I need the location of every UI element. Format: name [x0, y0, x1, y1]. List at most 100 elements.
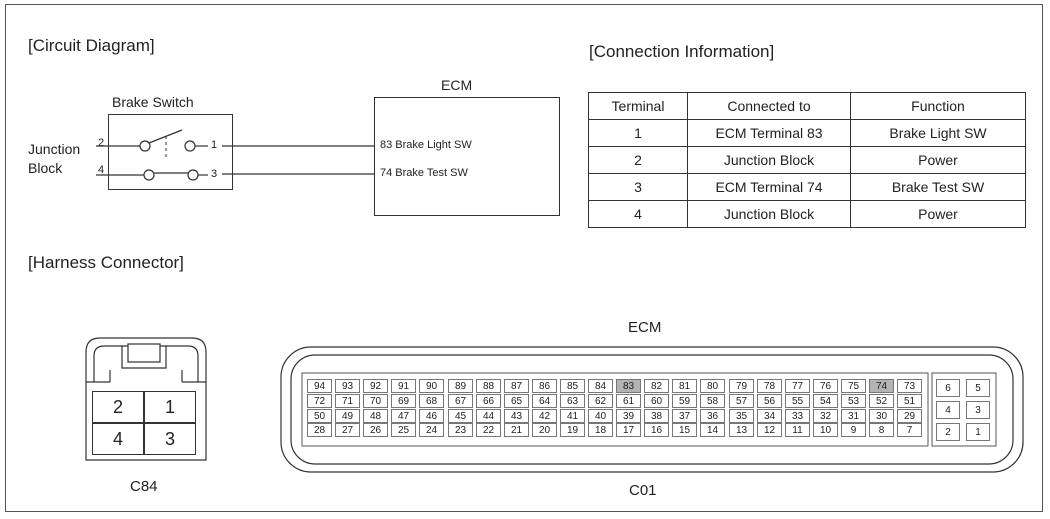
ecm-pin-9: 9 [841, 423, 866, 437]
ecm-connector-name: C01 [629, 482, 657, 499]
ecm-pin-40: 40 [588, 409, 613, 423]
brake-switch-label: Brake Switch [112, 94, 194, 110]
ecm-pin-92: 92 [363, 379, 388, 393]
ecm-pin-88: 88 [476, 379, 501, 393]
table-cell: Brake Light SW [850, 119, 1026, 147]
ecm-pin-36: 36 [700, 409, 725, 423]
ecm-pin-66: 66 [476, 394, 501, 408]
ecm-pin-68: 68 [419, 394, 444, 408]
ecm-pin-31: 31 [841, 409, 866, 423]
ecm-pin-24: 24 [419, 423, 444, 437]
ecm-pin-59: 59 [672, 394, 697, 408]
ecm-pin-72: 72 [307, 394, 332, 408]
ecm-pin-38: 38 [644, 409, 669, 423]
ecm-pin-23: 23 [448, 423, 473, 437]
ecm-pin-43: 43 [504, 409, 529, 423]
junction-block-label-line1: Junction [28, 141, 81, 157]
ecm-pin-4: 4 [936, 401, 960, 419]
ecm-pin-80: 80 [700, 379, 725, 393]
ecm-pin-86: 86 [532, 379, 557, 393]
table-cell: 2 [588, 146, 688, 174]
ecm-pin-54: 54 [813, 394, 838, 408]
ecm-pin-77: 77 [785, 379, 810, 393]
ecm-pin-90: 90 [419, 379, 444, 393]
ecm-pin-45: 45 [448, 409, 473, 423]
ecm-pin-3: 3 [966, 401, 990, 419]
ecm-pin-76: 76 [813, 379, 838, 393]
ecm-pin-17: 17 [616, 423, 641, 437]
c84-pin-3: 3 [144, 423, 196, 455]
table-cell: 1 [588, 119, 688, 147]
ecm-pin-51: 51 [897, 394, 922, 408]
circuit-diagram-heading: [Circuit Diagram] [28, 36, 155, 55]
ecm-pin-52: 52 [869, 394, 894, 408]
table-cell: Power [850, 146, 1026, 174]
ecm-pin-78: 78 [757, 379, 782, 393]
table-cell: Brake Test SW [850, 173, 1026, 201]
ecm-pin-93: 93 [335, 379, 360, 393]
ecm-pin-5: 5 [966, 379, 990, 397]
table-cell: Junction Block [687, 146, 851, 174]
table-cell: Power [850, 200, 1026, 228]
table-row: 4 Junction Block Power [588, 200, 1026, 228]
ecm-pin-48: 48 [363, 409, 388, 423]
ecm-pin-63: 63 [560, 394, 585, 408]
ecm-title-label: ECM [441, 77, 473, 93]
ecm-terminal-83-label: 83 Brake Light SW [380, 139, 472, 151]
ecm-pin-18: 18 [588, 423, 613, 437]
ecm-pin-50: 50 [307, 409, 332, 423]
switch-pin-2-label: 2 [98, 137, 105, 149]
ecm-pin-1: 1 [966, 423, 990, 441]
ecm-pin-27: 27 [335, 423, 360, 437]
diagram-frame [5, 4, 1043, 512]
ecm-pin-32: 32 [813, 409, 838, 423]
ecm-pin-83: 83 [616, 379, 641, 393]
brake-switch-box [108, 114, 233, 190]
table-header-row: Terminal Connected to Function [588, 92, 1026, 120]
c84-connector-name: C84 [130, 478, 158, 495]
ecm-pin-26: 26 [363, 423, 388, 437]
harness-connector-heading: [Harness Connector] [28, 253, 184, 272]
ecm-pin-22: 22 [476, 423, 501, 437]
ecm-pin-13: 13 [729, 423, 754, 437]
c84-pin-2: 2 [92, 391, 144, 423]
switch-pin-1-label: 1 [211, 139, 218, 151]
ecm-pin-94: 94 [307, 379, 332, 393]
ecm-pin-46: 46 [419, 409, 444, 423]
ecm-pin-14: 14 [700, 423, 725, 437]
table-cell: ECM Terminal 74 [687, 173, 851, 201]
table-row: 3 ECM Terminal 74 Brake Test SW [588, 173, 1026, 201]
ecm-pin-7: 7 [897, 423, 922, 437]
switch-pin-3-label: 3 [211, 168, 218, 180]
junction-block-label-line2: Block [28, 160, 63, 176]
ecm-pin-91: 91 [391, 379, 416, 393]
ecm-pin-84: 84 [588, 379, 613, 393]
ecm-pin-44: 44 [476, 409, 501, 423]
ecm-pin-20: 20 [532, 423, 557, 437]
ecm-pin-6: 6 [936, 379, 960, 397]
ecm-pin-16: 16 [644, 423, 669, 437]
switch-pin-4-label: 4 [98, 164, 105, 176]
ecm-pin-87: 87 [504, 379, 529, 393]
ecm-pin-70: 70 [363, 394, 388, 408]
connection-info-heading: [Connection Information] [589, 42, 775, 61]
table-row: 1 ECM Terminal 83 Brake Light SW [588, 119, 1026, 147]
ecm-pin-25: 25 [391, 423, 416, 437]
ecm-box [374, 97, 560, 216]
connection-table: Terminal Connected to Function 1 ECM Ter… [588, 92, 1026, 228]
ecm-pin-41: 41 [560, 409, 585, 423]
ecm-pin-8: 8 [869, 423, 894, 437]
ecm-pin-75: 75 [841, 379, 866, 393]
ecm-pin-64: 64 [532, 394, 557, 408]
ecm-pin-29: 29 [897, 409, 922, 423]
ecm-pin-58: 58 [700, 394, 725, 408]
ecm-connector-title: ECM [628, 319, 662, 336]
ecm-pin-60: 60 [644, 394, 669, 408]
ecm-pin-71: 71 [335, 394, 360, 408]
ecm-terminal-74-label: 74 Brake Test SW [380, 167, 468, 179]
ecm-pin-65: 65 [504, 394, 529, 408]
ecm-pin-67: 67 [448, 394, 473, 408]
ecm-pin-2: 2 [936, 423, 960, 441]
